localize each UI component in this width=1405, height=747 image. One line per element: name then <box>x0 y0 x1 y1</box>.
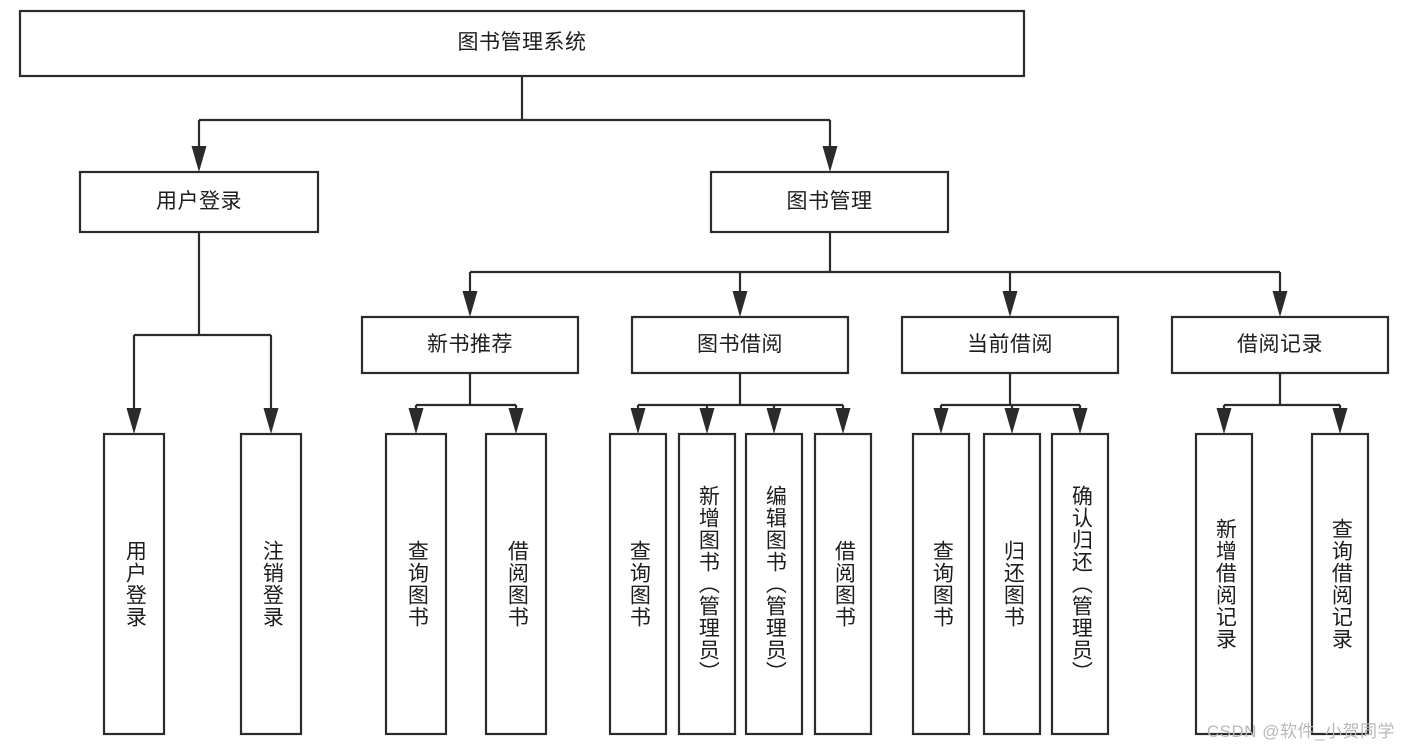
node-leaf-borrow-book-1[interactable] <box>486 434 546 734</box>
node-leaf-query-book-3[interactable] <box>913 434 969 734</box>
node-box-leaf-query-book-1 <box>384 432 448 736</box>
node-book-borrow[interactable] <box>632 317 848 373</box>
arrow-head-icon <box>1004 408 1020 434</box>
node-leaf-borrow-book-2[interactable] <box>815 434 871 734</box>
node-box-leaf-borrow-book-1 <box>484 432 548 736</box>
node-borrow-record[interactable] <box>1172 317 1388 373</box>
connector-bookmanage-to-l3 <box>462 232 1288 317</box>
node-leaf-user-login[interactable] <box>104 434 164 734</box>
node-box-user-login <box>78 170 320 234</box>
arrow-head-icon <box>508 408 524 434</box>
node-box-leaf-add-book <box>677 432 737 736</box>
node-box-leaf-add-record <box>1194 432 1254 736</box>
node-leaf-logout[interactable] <box>241 434 301 734</box>
node-box-current-borrow <box>900 315 1120 375</box>
node-box-leaf-return-book <box>982 432 1042 736</box>
node-box-leaf-query-book-3 <box>911 432 971 736</box>
arrow-head-icon <box>835 408 851 434</box>
node-current-borrow[interactable] <box>902 317 1118 373</box>
node-leaf-query-book-2[interactable] <box>610 434 666 734</box>
arrow-head-icon <box>1072 408 1088 434</box>
node-box-leaf-query-book-2 <box>608 432 668 736</box>
arrow-head-icon <box>1216 408 1232 434</box>
node-book-manage[interactable] <box>711 172 948 232</box>
arrow-head-icon <box>732 291 748 317</box>
node-box-leaf-logout <box>239 432 303 736</box>
arrow-head-icon <box>822 146 838 172</box>
arrow-head-icon <box>263 408 279 434</box>
arrow-head-icon <box>408 408 424 434</box>
node-box-leaf-borrow-book-2 <box>813 432 873 736</box>
node-box-leaf-query-record <box>1310 432 1370 736</box>
node-box-book-borrow <box>630 315 850 375</box>
node-leaf-return-book[interactable] <box>984 434 1040 734</box>
node-box-book-manage <box>709 170 950 234</box>
arrow-head-icon <box>699 408 715 434</box>
node-leaf-add-record[interactable] <box>1196 434 1252 734</box>
connector-record-to-leaves <box>1216 373 1348 434</box>
node-box-new-book-recommend <box>360 315 580 375</box>
arrow-head-icon <box>462 291 478 317</box>
arrow-head-icon <box>126 408 142 434</box>
boxes-layer <box>18 9 1390 736</box>
node-leaf-query-book-1[interactable] <box>386 434 446 734</box>
connector-recommend-to-leaves <box>408 373 524 434</box>
connectors-layer <box>126 76 1348 434</box>
node-leaf-query-record[interactable] <box>1312 434 1368 734</box>
node-leaf-confirm-return[interactable] <box>1052 434 1108 734</box>
connector-root-to-l2 <box>191 76 838 172</box>
arrow-head-icon <box>1272 291 1288 317</box>
arrow-head-icon <box>191 146 207 172</box>
arrow-head-icon <box>933 408 949 434</box>
connector-borrow-to-leaves <box>630 373 851 434</box>
node-root[interactable] <box>20 11 1024 76</box>
node-box-root <box>18 9 1026 78</box>
arrow-head-icon <box>1002 291 1018 317</box>
node-leaf-edit-book[interactable] <box>746 434 802 734</box>
node-new-book-recommend[interactable] <box>362 317 578 373</box>
node-box-leaf-confirm-return <box>1050 432 1110 736</box>
node-box-borrow-record <box>1170 315 1390 375</box>
arrow-head-icon <box>766 408 782 434</box>
node-box-leaf-edit-book <box>744 432 804 736</box>
connector-userlogin-to-leaves <box>126 232 279 434</box>
node-box-leaf-user-login <box>102 432 166 736</box>
node-user-login[interactable] <box>80 172 318 232</box>
arrow-head-icon <box>630 408 646 434</box>
arrow-head-icon <box>1332 408 1348 434</box>
node-leaf-add-book[interactable] <box>679 434 735 734</box>
connector-current-to-leaves <box>933 373 1088 434</box>
